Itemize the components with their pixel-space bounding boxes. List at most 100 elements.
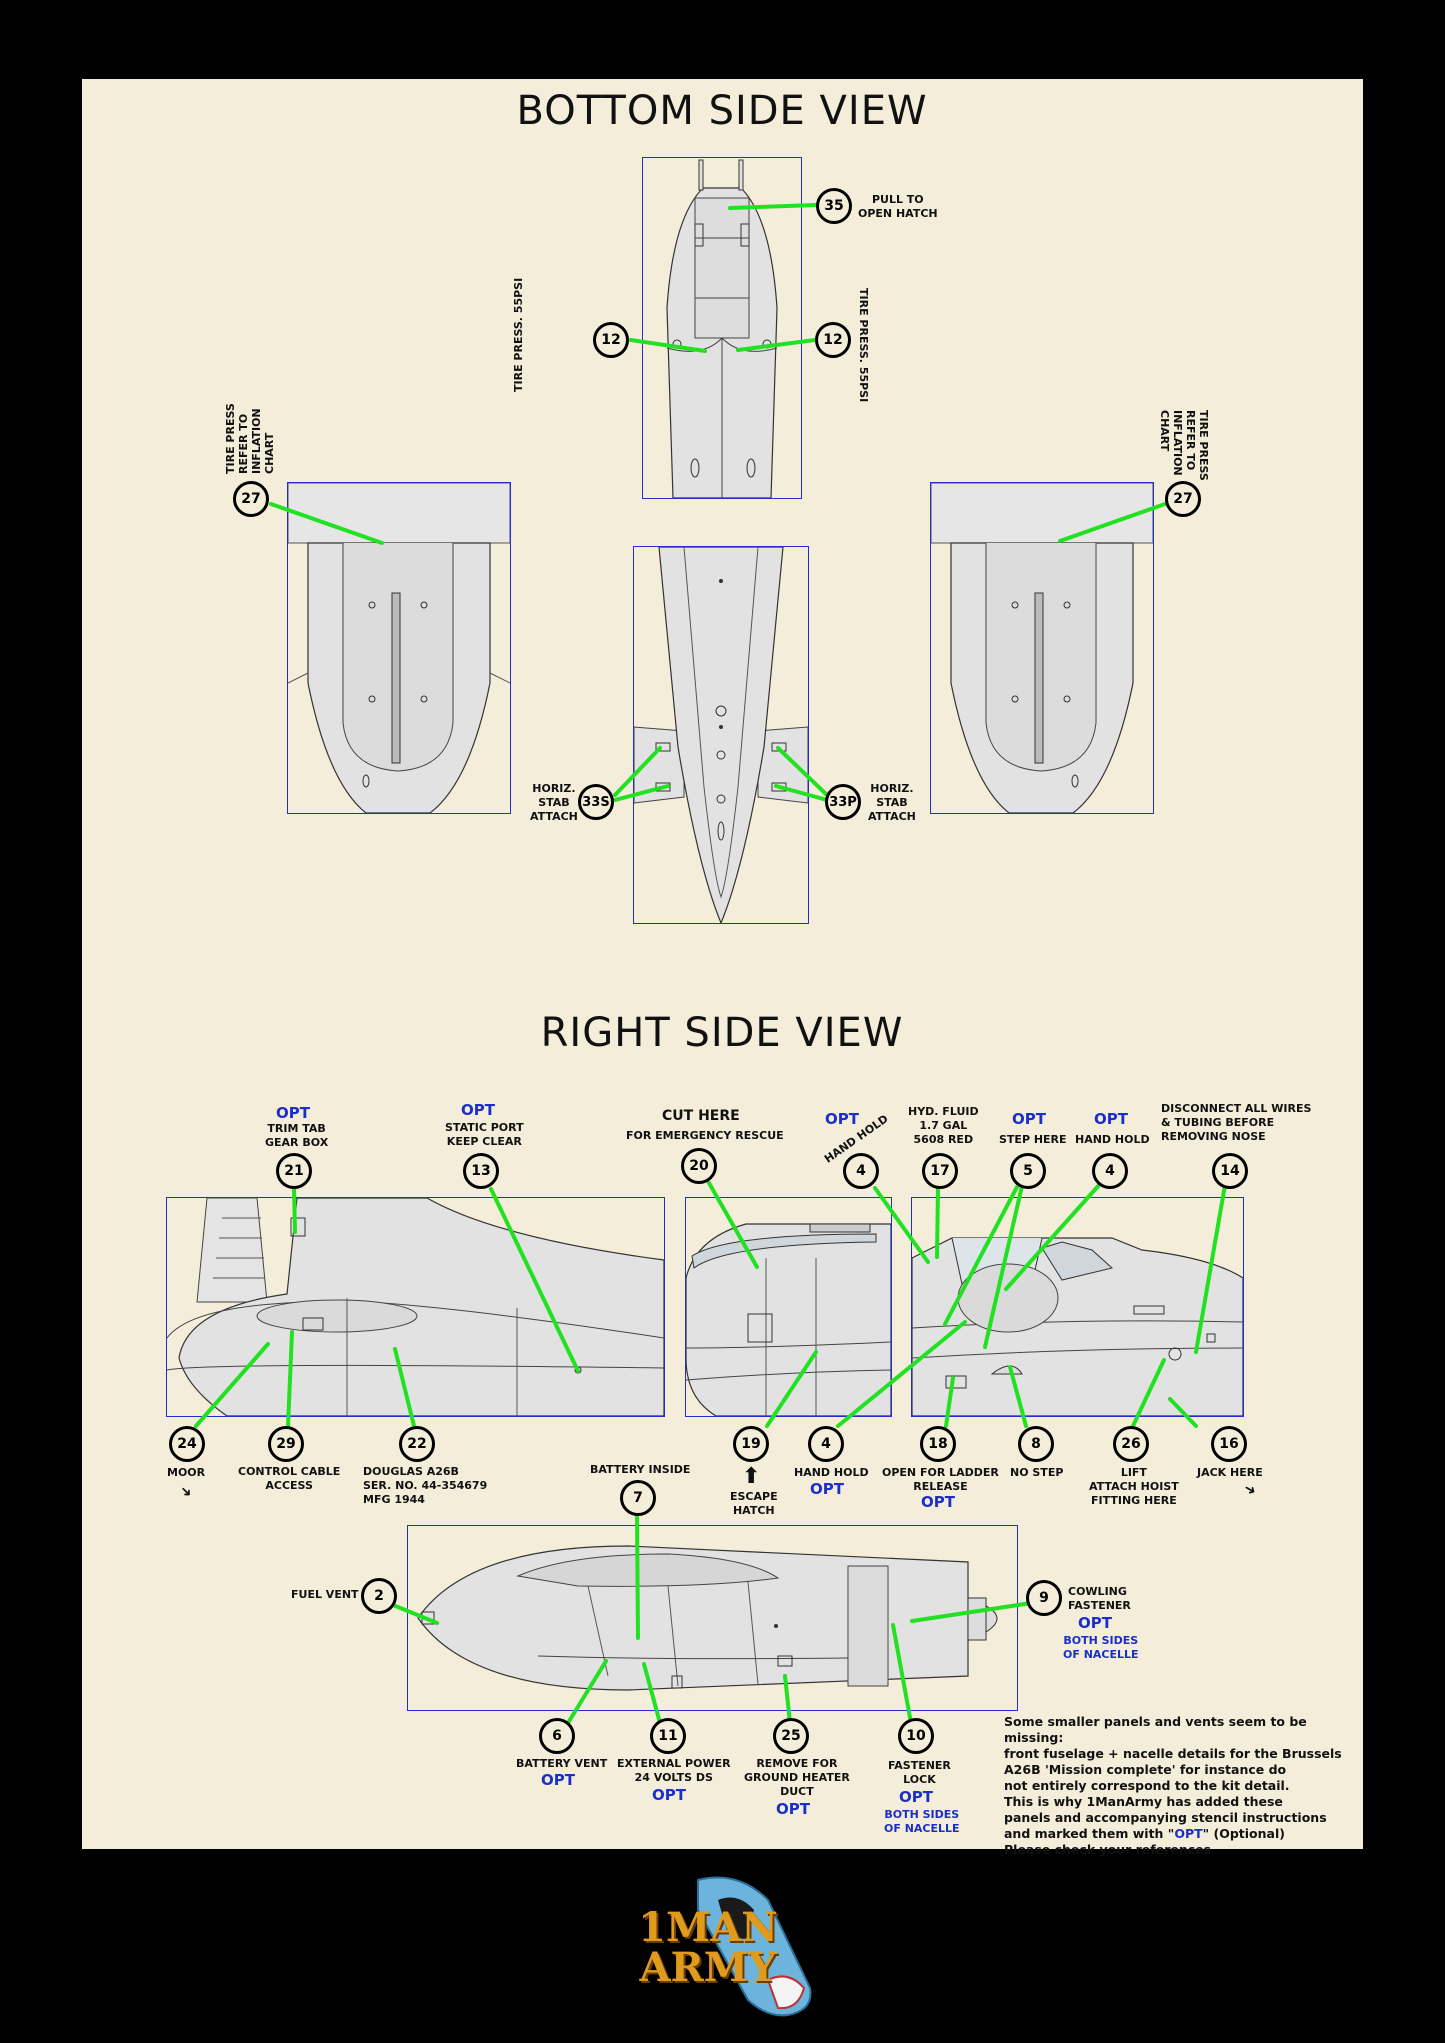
- front-fuselage-side-panel: [911, 1197, 1244, 1417]
- note-line-marked: and marked them with "OPT" (Optional): [1004, 1826, 1364, 1842]
- note-line: front fuselage + nacelle details for the…: [1004, 1746, 1342, 1761]
- note-line: This is why 1ManArmy has added these: [1004, 1794, 1283, 1809]
- callout-18: 18: [920, 1426, 956, 1462]
- opt-25: OPT: [776, 1800, 810, 1818]
- opt-9: OPT: [1078, 1614, 1112, 1632]
- callout-4-top-right: 4: [1092, 1153, 1128, 1189]
- engine-nacelle-side-panel: [407, 1525, 1018, 1711]
- left-main-gear-bottom-panel: [287, 482, 511, 814]
- opt-4-hand-hold-top-right: OPT: [1094, 1110, 1128, 1128]
- label-5-step-here: STEP HERE: [999, 1133, 1067, 1146]
- opt-4-hand-hold-top: OPT: [825, 1110, 859, 1128]
- label-2-fuel-vent: FUEL VENT: [291, 1588, 359, 1601]
- callout-33s: 33S: [578, 784, 614, 820]
- callout-12-left: 12: [593, 322, 629, 358]
- callout-4-top-left: 4: [843, 1153, 879, 1189]
- note-line: not entirely correspond to the kit detai…: [1004, 1778, 1290, 1793]
- label-6-battery-vent: BATTERY VENT: [516, 1757, 608, 1770]
- rear-fuselage-side-panel: [166, 1197, 665, 1417]
- callout-17: 17: [922, 1153, 958, 1189]
- label-24-moor: MOOR: [167, 1466, 206, 1479]
- callout-9: 9: [1026, 1580, 1062, 1616]
- label-4-hand-hold-bottom: HAND HOLD: [794, 1466, 869, 1479]
- opt-5: OPT: [1012, 1110, 1046, 1128]
- bottom-view-title: BOTTOM SIDE VIEW: [516, 88, 928, 134]
- note-marked-prefix: and marked them with ": [1004, 1826, 1175, 1841]
- callout-29: 29: [268, 1426, 304, 1462]
- mid-fuselage-side-panel: [685, 1197, 892, 1417]
- opt-21: OPT: [276, 1104, 310, 1122]
- callout-24: 24: [169, 1426, 205, 1462]
- callout-26: 26: [1113, 1426, 1149, 1462]
- callout-2: 2: [361, 1578, 397, 1614]
- callout-21: 21: [276, 1153, 312, 1189]
- note-marked-suffix: " (Optional): [1202, 1826, 1285, 1841]
- 1manarmy-logo: [697, 1876, 812, 2017]
- callout-13: 13: [463, 1153, 499, 1189]
- callout-8: 8: [1018, 1426, 1054, 1462]
- label-12-right-tire-pressure: TIRE PRESS. 55PSI: [857, 288, 870, 403]
- callout-35: 35: [816, 188, 852, 224]
- callout-10: 10: [898, 1718, 934, 1754]
- callout-14: 14: [1212, 1153, 1248, 1189]
- missing-panels-note: Some smaller panels and vents seem to be…: [1004, 1714, 1364, 1858]
- right-view-title: RIGHT SIDE VIEW: [540, 1010, 904, 1056]
- callout-33p: 33P: [825, 784, 861, 820]
- callout-16: 16: [1211, 1426, 1247, 1462]
- label-4-hand-hold-top-right: HAND HOLD: [1075, 1133, 1150, 1146]
- logo-wordmark: 1MAN ARMY: [633, 1908, 783, 1988]
- label-16-jack-here: JACK HERE: [1197, 1466, 1263, 1479]
- callout-25: 25: [773, 1718, 809, 1754]
- callout-27-right: 27: [1165, 481, 1201, 517]
- label-20-for-emergency-rescue: FOR EMERGENCY RESCUE: [626, 1129, 784, 1142]
- callout-6: 6: [539, 1718, 575, 1754]
- logo-line-1: 1MAN: [638, 1904, 778, 1951]
- note-line: A26B 'Mission complete' for instance do: [1004, 1762, 1287, 1777]
- callout-4-bottom: 4: [808, 1426, 844, 1462]
- tail-bottom-panel: [633, 546, 809, 924]
- callout-11: 11: [650, 1718, 686, 1754]
- logo-line-2: ARMY: [639, 1944, 777, 1991]
- callout-19: 19: [733, 1426, 769, 1462]
- callout-12-right: 12: [815, 322, 851, 358]
- opt-10: OPT: [899, 1788, 933, 1806]
- escape-arrow-icon: ⬆: [742, 1464, 761, 1489]
- opt-11: OPT: [652, 1786, 686, 1804]
- label-20-cut-here: CUT HERE: [662, 1108, 740, 1124]
- callout-27-left: 27: [233, 481, 269, 517]
- opt-18: OPT: [921, 1493, 955, 1511]
- note-line: panels and accompanying stencil instruct…: [1004, 1810, 1327, 1825]
- label-7-battery-inside: BATTERY INSIDE: [590, 1463, 691, 1476]
- nose-gear-bottom-panel: [642, 157, 802, 499]
- note-opt-word: OPT: [1174, 1826, 1203, 1841]
- label-12-left-tire-pressure: TIRE PRESS. 55PSI: [512, 277, 525, 392]
- note-line: Some smaller panels and vents seem to be…: [1004, 1714, 1307, 1745]
- opt-4-bottom: OPT: [810, 1480, 844, 1498]
- note-line: Please check your references: [1004, 1842, 1212, 1857]
- right-main-gear-bottom-panel: [930, 482, 1154, 814]
- opt-13: OPT: [461, 1101, 495, 1119]
- callout-22: 22: [399, 1426, 435, 1462]
- callout-7: 7: [620, 1480, 656, 1516]
- opt-6: OPT: [541, 1771, 575, 1789]
